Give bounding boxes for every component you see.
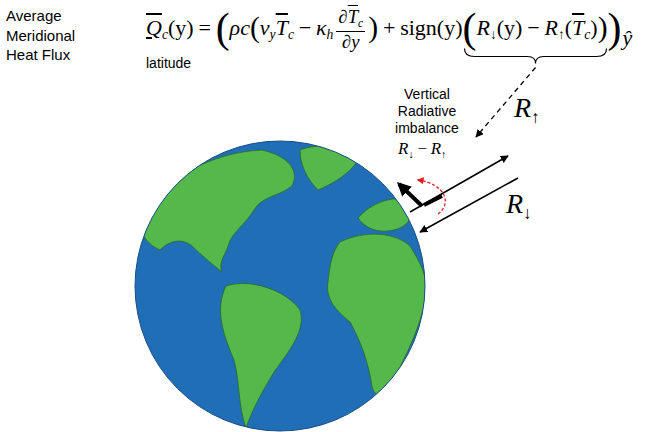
equation-symbol: −: [299, 15, 311, 40]
equation-symbol: T: [348, 6, 358, 27]
equation-symbol: Q: [146, 15, 162, 40]
equation-symbol: (: [216, 5, 230, 51]
equation-symbol: ↑: [441, 149, 446, 160]
equation-symbol: h: [327, 27, 334, 42]
equation-symbol: R: [398, 139, 408, 158]
equation-symbol: y: [270, 27, 276, 42]
equation-symbol: (y): [497, 15, 523, 40]
equation-symbol: sign(y): [400, 15, 462, 40]
equation-symbol: ): [598, 11, 608, 43]
equation-symbol: c: [162, 27, 168, 42]
radiation-symbol: ↑: [531, 108, 540, 127]
equation-symbol: ↑: [558, 27, 565, 42]
radiation-symbol: R: [514, 92, 531, 123]
axis-note: latitude: [146, 55, 191, 71]
dashed-leader: [476, 67, 536, 137]
outgoing-radiation-arrow: [410, 156, 508, 212]
net-imbalance-arrow: [399, 184, 422, 206]
equation-symbol: ↓: [408, 149, 413, 160]
equation-symbol: R: [476, 15, 489, 40]
equation-symbol: v: [260, 15, 270, 40]
text-group: R↑: [514, 94, 540, 126]
continents: [140, 146, 426, 428]
equation-symbol: ρc: [230, 15, 250, 40]
radiation-symbol: ↓: [523, 204, 532, 223]
equation-symbol: ↓: [490, 27, 497, 42]
equation-symbol: −: [527, 15, 539, 40]
curly-brace: [465, 48, 607, 63]
text-group: R↓−R↑: [398, 140, 446, 160]
equation-symbol: ): [368, 11, 378, 43]
equation-symbol: +: [383, 15, 395, 40]
globe-outline: [135, 141, 425, 431]
equation-symbol: c: [358, 17, 363, 30]
equation-symbol: ∂y: [342, 31, 360, 52]
equation-symbol: ŷ: [622, 25, 632, 50]
callout-label: Vertical Radiative imbalance: [384, 86, 470, 136]
equation-symbol: (: [463, 5, 477, 51]
text-group: Average Meridional Heat Flux: [6, 6, 98, 65]
rotation-arrow: [418, 180, 445, 214]
equation-symbol: (y): [168, 15, 194, 40]
text-group: latitude: [146, 55, 191, 71]
equation-symbol: ): [590, 15, 597, 40]
incoming-radiation-arrow: [420, 178, 518, 232]
text-group: Vertical Radiative imbalance: [384, 86, 470, 136]
equation-symbol: (: [250, 11, 260, 43]
equation-symbol: −: [417, 139, 427, 158]
fraction: ∂Tc∂y: [336, 8, 365, 51]
equation-symbol: =: [198, 15, 210, 40]
equation-symbol: T: [572, 15, 584, 40]
equation-symbol: κ: [316, 15, 327, 40]
text-group: Qc(y)=(ρc(vyTc−κh∂Tc∂y)+sign(y)(R↓(y)−R↑…: [146, 8, 632, 51]
side-heading: Average Meridional Heat Flux: [6, 6, 98, 65]
equation-symbol: R: [431, 139, 441, 158]
thick-segment: [424, 196, 442, 205]
radiation-symbol: R: [506, 188, 523, 219]
equation-symbol: ): [608, 5, 622, 51]
text-group: R↓: [506, 190, 532, 222]
equation-symbol: c: [288, 27, 294, 42]
equation-symbol: ∂: [338, 6, 347, 27]
equation-symbol: T: [276, 15, 288, 40]
equation-symbol: (: [565, 15, 572, 40]
equation-symbol: R: [544, 15, 557, 40]
equation-symbol: c: [584, 27, 590, 42]
